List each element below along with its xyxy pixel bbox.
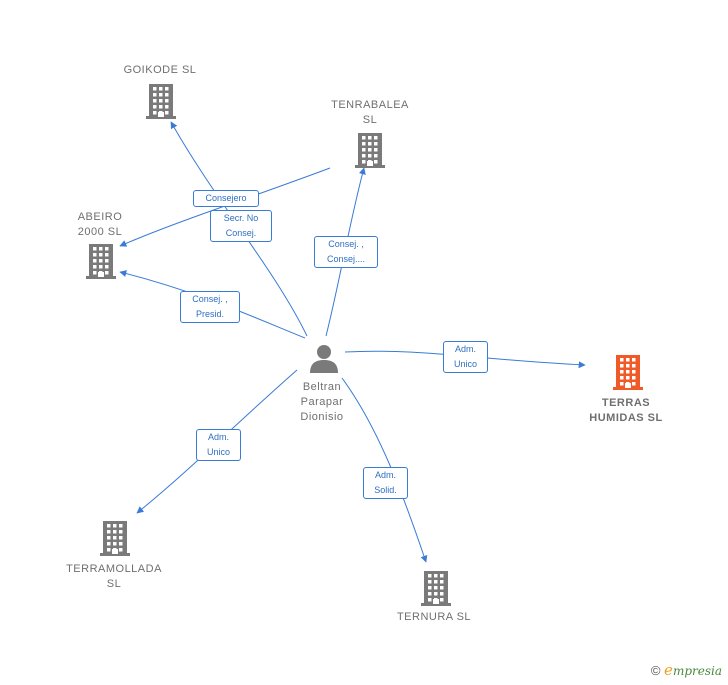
abeiro-building-icon[interactable] (86, 244, 116, 285)
relation-adm-solid: Adm. Solid. (363, 467, 408, 499)
ternura-building-icon[interactable] (421, 571, 451, 612)
relation-consejero: Consejero (193, 190, 259, 207)
copyright-symbol: © (650, 663, 661, 678)
goikode-building-icon[interactable] (146, 84, 176, 125)
edge-ternura (341, 377, 428, 563)
brand-initial: e (664, 661, 673, 679)
relation-adm-unico-terras: Adm. Unico (443, 341, 488, 373)
edge-tenrabalea-abeiro (119, 167, 331, 247)
tenrabalea-label[interactable]: TENRABALEA SL (331, 99, 409, 126)
person-label[interactable]: Beltran Parapar Dionisio (300, 381, 344, 423)
relation-consej-consej: Consej. , Consej.... (314, 236, 378, 268)
brand-name: mpresia (672, 664, 722, 678)
terramollada-building-icon[interactable] (100, 521, 130, 562)
relation-consej-presid: Consej. , Presid. (180, 291, 240, 323)
tenrabalea-building-icon[interactable] (355, 133, 385, 174)
person-icon[interactable] (309, 343, 339, 375)
terramollada-label[interactable]: TERRAMOLLADA SL (66, 563, 162, 590)
copyright-brand[interactable]: © empresia (651, 661, 722, 679)
relation-secr-no-consej: Secr. No Consej. (210, 210, 272, 242)
ternura-label[interactable]: TERNURA SL (396, 611, 472, 623)
goikode-label[interactable]: GOIKODE SL (123, 64, 197, 76)
terras-label[interactable]: TERRAS HUMIDAS SL (589, 397, 663, 424)
relation-adm-unico-terramollada: Adm. Unico (196, 429, 241, 461)
abeiro-label[interactable]: ABEIRO 2000 SL (77, 211, 123, 238)
terras-building-icon[interactable] (613, 355, 643, 396)
